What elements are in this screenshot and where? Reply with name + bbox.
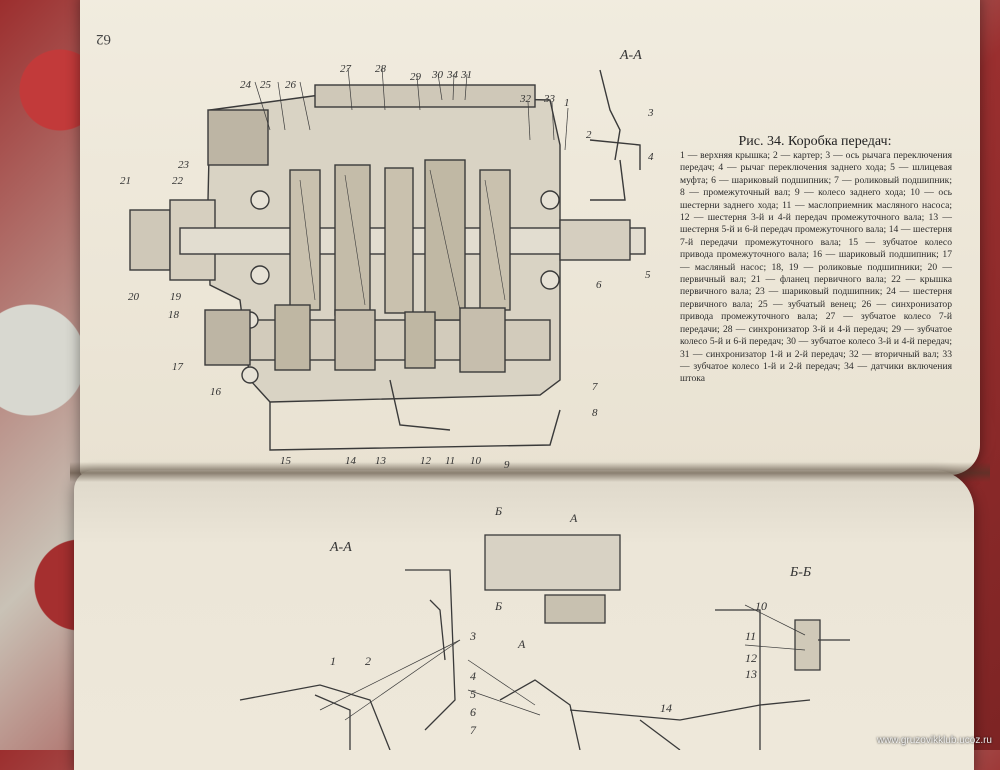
figure-callout: 14 [345, 455, 357, 467]
linkage-callout: 3 [469, 629, 476, 643]
figure-callout: 6 [596, 279, 602, 291]
figure-callout: 19 [170, 291, 182, 303]
linkage-callout: 2 [365, 654, 371, 668]
site-watermark: www.gruzovikklub.ucoz.ru [876, 735, 992, 746]
figure-callout: 21 [120, 175, 131, 187]
figure-callout: 23 [178, 159, 190, 171]
figure-callout: 13 [375, 455, 387, 467]
figure-callout: 3 [647, 107, 654, 119]
figure-callout: 5 [645, 269, 651, 281]
figure-callout: 20 [128, 291, 140, 303]
figure-callout: 27 [340, 63, 352, 75]
figure-callout: 4 [648, 151, 654, 163]
figure-callout: 32 [519, 93, 532, 105]
figure-callout: 26 [285, 79, 297, 91]
figure-callout: 28 [375, 63, 387, 75]
figure-caption-title: Рис. 34. Коробка передач: [738, 134, 892, 149]
shift-linkage-drawing: Б А Б А 1 2 3 4 5 6 7 10 11 12 13 14 [239, 504, 850, 750]
linkage-callout: 1 [330, 654, 336, 668]
book-gutter [70, 462, 990, 482]
figure-callout: 22 [172, 175, 184, 187]
linkage-callout: 10 [755, 599, 767, 613]
figure-callout: 34 [446, 69, 459, 81]
linkage-callout: 5 [470, 687, 476, 701]
figure-callout: 9 [504, 459, 510, 470]
figure-callout: 17 [172, 361, 184, 373]
figure-callout: 25 [260, 79, 272, 91]
figure-callout: 31 [460, 69, 472, 81]
linkage-callout: 7 [470, 723, 477, 737]
figure-callout: 30 [431, 69, 444, 81]
figure-callout: 18 [168, 309, 180, 321]
bottom-page [74, 470, 974, 770]
figure-callout: 24 [240, 79, 252, 91]
figure-callout: 15 [280, 455, 292, 467]
figure-callout: 16 [210, 386, 222, 398]
section-label-left: А-А [330, 540, 352, 555]
section-mark: Б [494, 599, 502, 613]
linkage-callout: 4 [470, 669, 476, 683]
section-mark: А [517, 637, 526, 651]
figure-callout: 7 [592, 381, 598, 393]
figure-callout: 10 [470, 455, 482, 467]
linkage-callout: 13 [745, 667, 757, 681]
figure-callout: 1 [564, 97, 570, 109]
figure-callout: 2 [586, 129, 592, 141]
figure-caption-legend: 1 — верхняя крышка; 2 — картер; 3 — ось … [680, 150, 952, 385]
linkage-callout: 6 [470, 705, 476, 719]
figure-callout: 8 [592, 407, 598, 419]
section-mark: Б [494, 504, 502, 518]
figure-callout: 29 [410, 71, 422, 83]
gearbox-cross-section-drawing: 24 25 26 27 28 29 30 34 31 32 33 1 2 3 4… [120, 63, 654, 470]
figure-callout: 11 [445, 455, 455, 467]
linkage-callout: 11 [745, 629, 756, 643]
linkage-callout: 14 [660, 701, 672, 715]
figure-callout: 12 [420, 455, 432, 467]
section-mark: А [569, 511, 578, 525]
section-label-right: Б-Б [790, 565, 812, 580]
figure-callout: 33 [543, 93, 556, 105]
section-label-a-a: А-А [620, 48, 642, 63]
linkage-callout: 12 [745, 651, 757, 665]
page-number: 62 [96, 31, 111, 47]
